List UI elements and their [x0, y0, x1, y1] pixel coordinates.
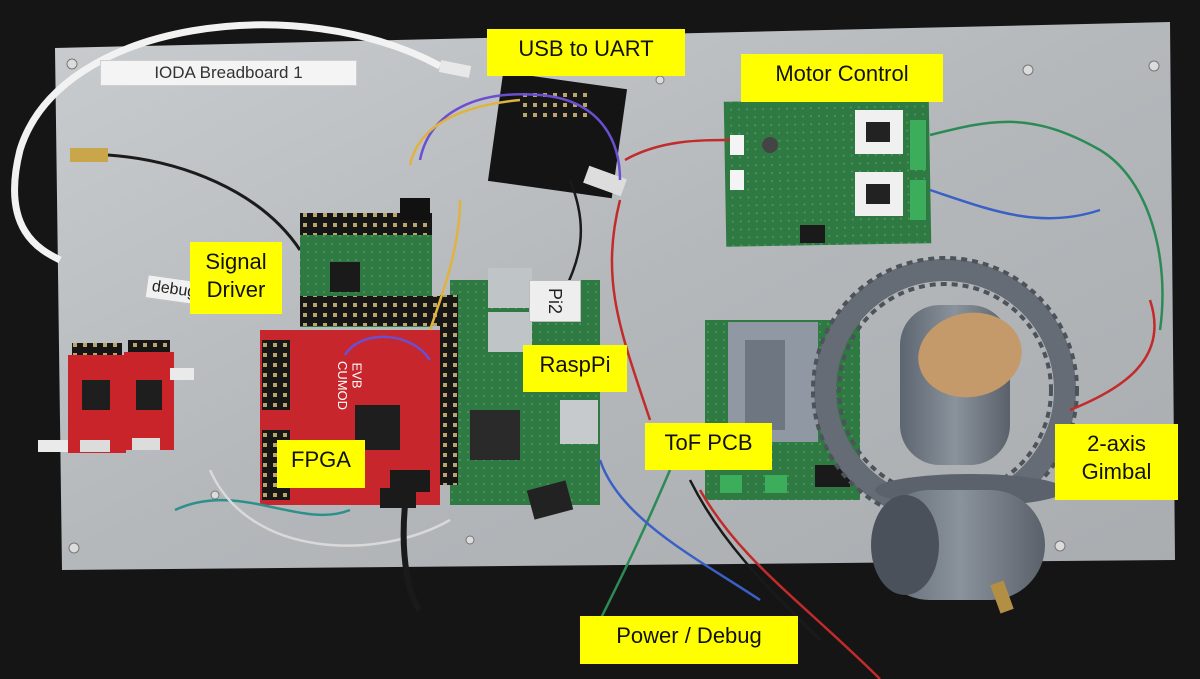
signal-driver-pcb: [300, 198, 440, 327]
pi2-sticker: Pi2: [529, 280, 581, 322]
callout-signal-driver-line1: Signal: [205, 249, 267, 274]
callout-motor-control: Motor Control: [741, 54, 943, 102]
standoff: [170, 368, 194, 380]
callout-gimbal: 2-axis Gimbal: [1055, 424, 1178, 500]
two-axis-gimbal: [811, 256, 1079, 600]
coax-cable: [107, 153, 302, 251]
callout-gimbal-line2: Gimbal: [1081, 459, 1152, 484]
usb-uart-adapter: [487, 71, 628, 199]
callout-fpga: FPGA: [277, 440, 365, 488]
wiring: [174, 93, 1164, 679]
red-uart-boards: [68, 340, 174, 453]
fpga-silkscreen: CUMOD: [335, 360, 351, 411]
white-usb-cable: [11, 21, 442, 264]
usb-plug: [438, 60, 472, 78]
motor-control-pcb: [723, 98, 932, 247]
plate-label: IODA Breadboard 1: [100, 60, 357, 86]
sma-connector: [70, 148, 108, 162]
callout-tof-pcb: ToF PCB: [645, 423, 772, 470]
standoff: [38, 440, 68, 452]
callout-signal-driver: Signal Driver: [190, 242, 282, 314]
fpga-board-text: EVB: [349, 362, 365, 389]
callout-gimbal-line1: 2-axis: [1087, 431, 1146, 456]
callout-usb-to-uart: USB to UART: [487, 29, 685, 76]
callout-signal-driver-line2: Driver: [206, 277, 266, 302]
callout-raspi: RaspPi: [523, 345, 627, 392]
brass-connector: [990, 580, 1014, 614]
callout-power-debug: Power / Debug: [580, 616, 798, 664]
